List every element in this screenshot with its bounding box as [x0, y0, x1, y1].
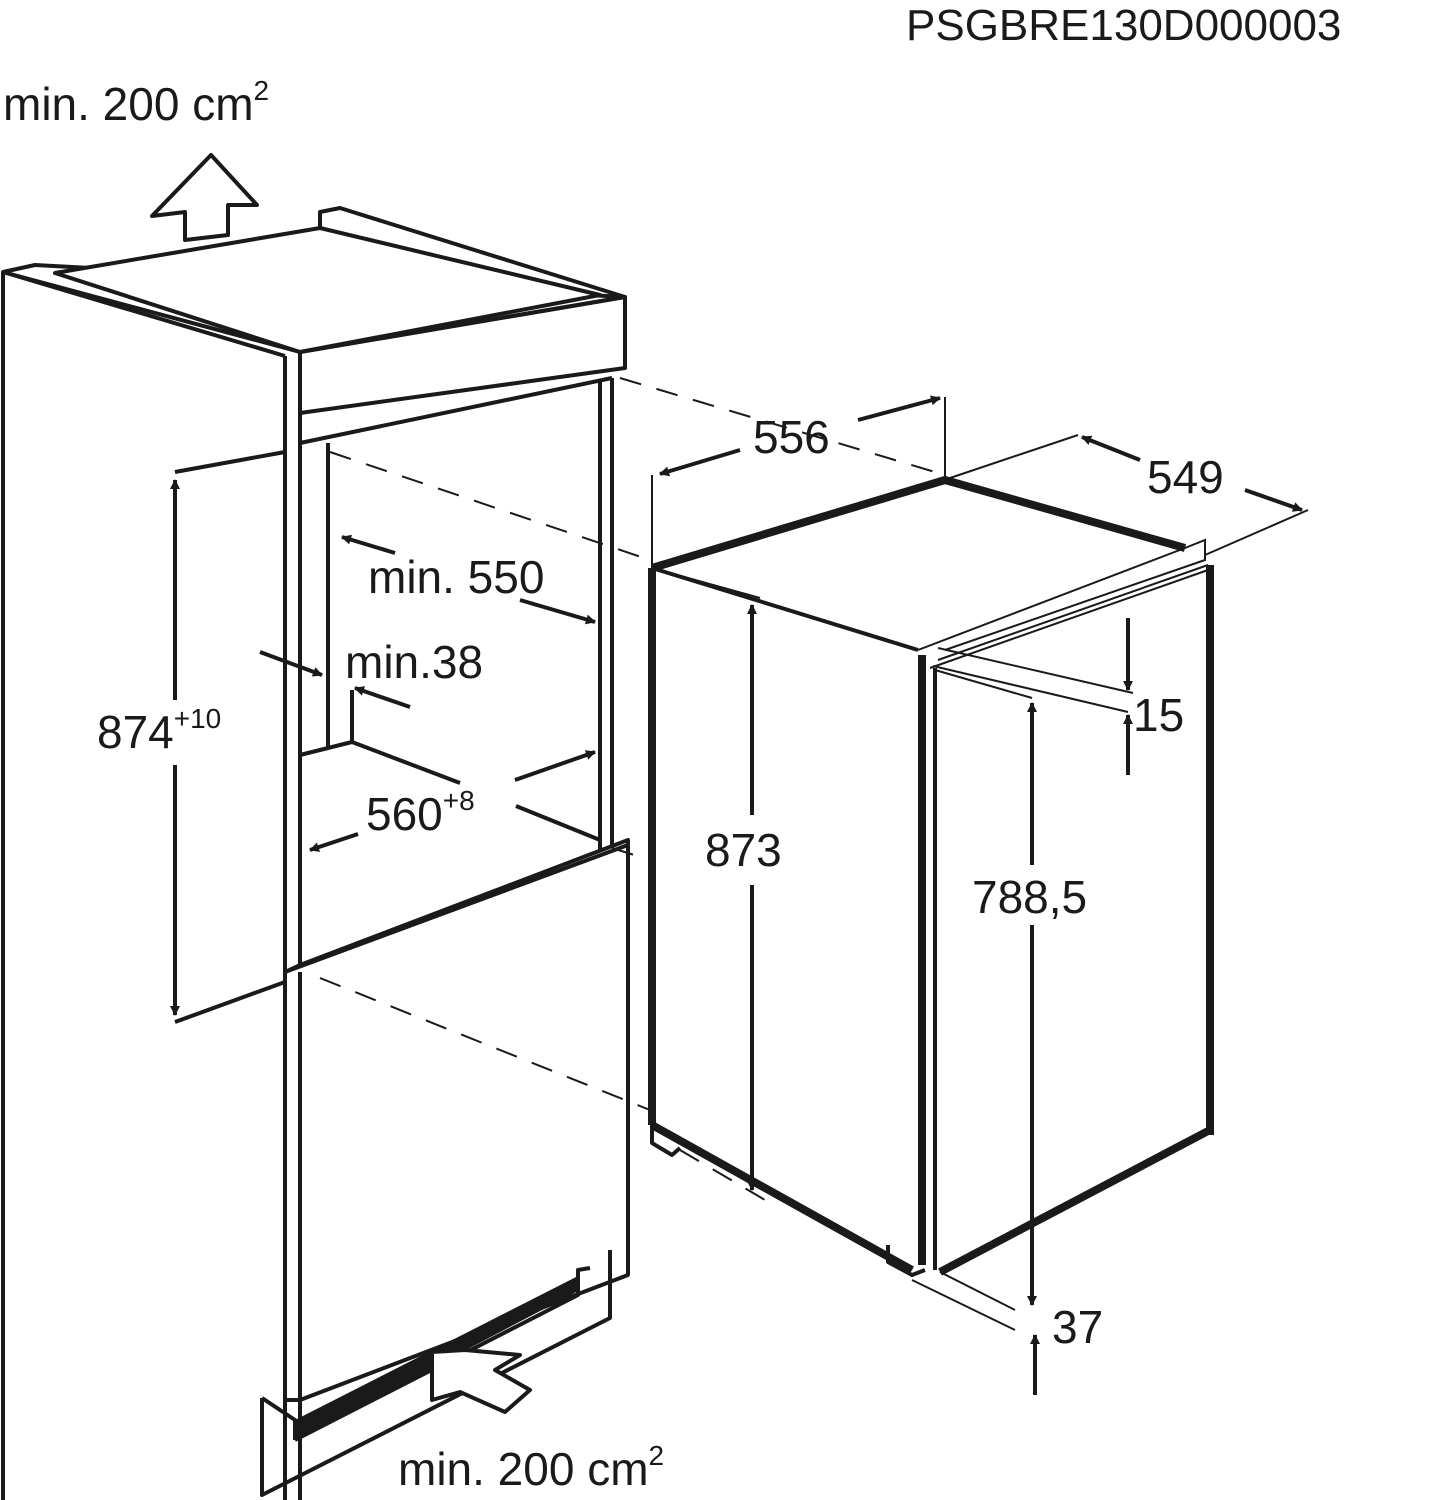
- niche-height-tolerance: +10: [174, 703, 222, 734]
- niche-width-tolerance: +8: [443, 785, 475, 816]
- niche-depth-label: min. 550: [368, 551, 544, 603]
- niche-width-value: 560: [366, 788, 443, 840]
- appliance-height-label: 873: [705, 824, 782, 876]
- dimension-lines: [170, 395, 1309, 1395]
- cabinet-niche: [1, 153, 630, 1500]
- top-ventilation-superscript: 2: [254, 75, 270, 106]
- bottom-ventilation-superscript: 2: [649, 1440, 665, 1471]
- niche-height-label: 874+10: [97, 703, 221, 758]
- niche-gap-label: min.38: [345, 636, 483, 688]
- projection-lines: [319, 377, 946, 1201]
- bottom-ventilation-value: min. 200 cm: [398, 1443, 649, 1495]
- top-offset-label: 15: [1133, 689, 1184, 741]
- appliance-depth-label: 549: [1147, 451, 1224, 503]
- document-code: PSGBRE130D000003: [906, 1, 1341, 50]
- appliance-body: [648, 476, 1214, 1277]
- door-height-label: 788,5: [972, 871, 1087, 923]
- niche-width-label: 560+8: [366, 785, 475, 840]
- bottom-offset-label: 37: [1052, 1301, 1103, 1353]
- bottom-ventilation-label: min. 200 cm2: [398, 1440, 664, 1495]
- appliance-width-label: 556: [753, 411, 830, 463]
- top-ventilation-label: min. 200 cm2: [3, 75, 269, 130]
- top-ventilation-value: min. 200 cm: [3, 78, 254, 130]
- niche-height-value: 874: [97, 706, 174, 758]
